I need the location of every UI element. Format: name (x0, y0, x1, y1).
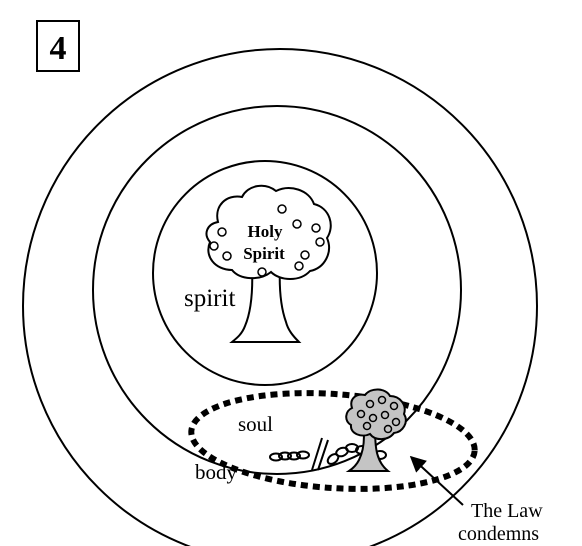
chain-left (269, 450, 310, 462)
holy-spirit-tree-trunk (229, 265, 302, 343)
holy-spirit-tree-fruits (209, 204, 325, 277)
soul-label: soul (238, 412, 273, 436)
law-callout-line2: condemns (458, 523, 539, 545)
holy-spirit-tree-crown (205, 184, 332, 280)
chain-break-marks (311, 437, 329, 471)
sin-tree-trunk (345, 423, 391, 472)
holy-spirit-tree: Holy Spirit (205, 184, 332, 343)
sin-tree (345, 388, 407, 472)
sin-tree-crown (345, 388, 407, 441)
figure-number-box: 4 (36, 20, 80, 72)
soul-ring (92, 105, 462, 475)
dotted-law-ellipse (188, 390, 478, 492)
body-label: body (195, 460, 238, 484)
figure-number: 4 (50, 30, 67, 67)
law-callout-line1: The Law (471, 500, 543, 522)
law-arrow (409, 455, 464, 506)
holy-spirit-label-line1: Holy (248, 222, 283, 241)
sin-tree-fruits (356, 395, 401, 434)
body-ring (22, 48, 538, 546)
spirit-ring (152, 160, 378, 386)
holy-spirit-label-line2: Spirit (243, 244, 285, 263)
spirit-label: spirit (184, 285, 235, 312)
